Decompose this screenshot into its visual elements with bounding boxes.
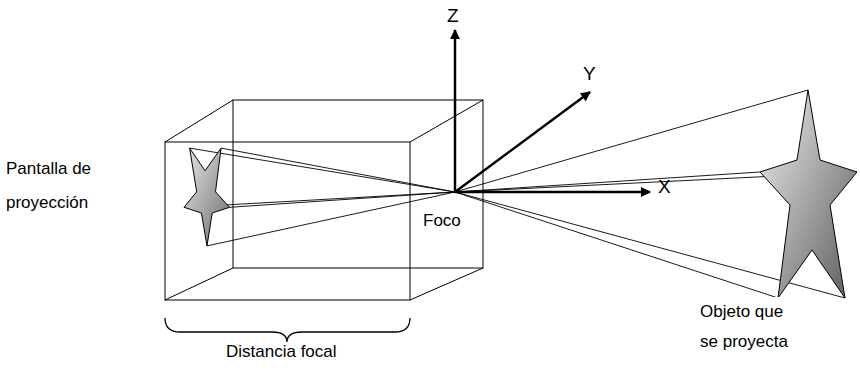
camera-box <box>165 100 483 300</box>
focal-brace <box>165 318 410 342</box>
projection-ray <box>207 90 808 246</box>
projection-ray <box>230 172 760 207</box>
axis-label: Y <box>583 62 596 86</box>
screen-label: Pantalla de proyección <box>6 152 118 220</box>
stars <box>184 90 857 298</box>
focus-label: Foco <box>421 209 463 233</box>
projection-ray <box>221 148 778 298</box>
projected-star <box>184 148 230 246</box>
projection-ray <box>184 172 857 207</box>
focal-distance-label: Distancia focal <box>226 339 337 365</box>
axes <box>455 30 650 192</box>
object-star <box>760 90 857 298</box>
axis-label: Z <box>447 4 459 28</box>
projection-ray <box>190 148 845 298</box>
object-label: Objeto que se proyecta <box>698 297 806 357</box>
axis-label: X <box>658 175 671 199</box>
